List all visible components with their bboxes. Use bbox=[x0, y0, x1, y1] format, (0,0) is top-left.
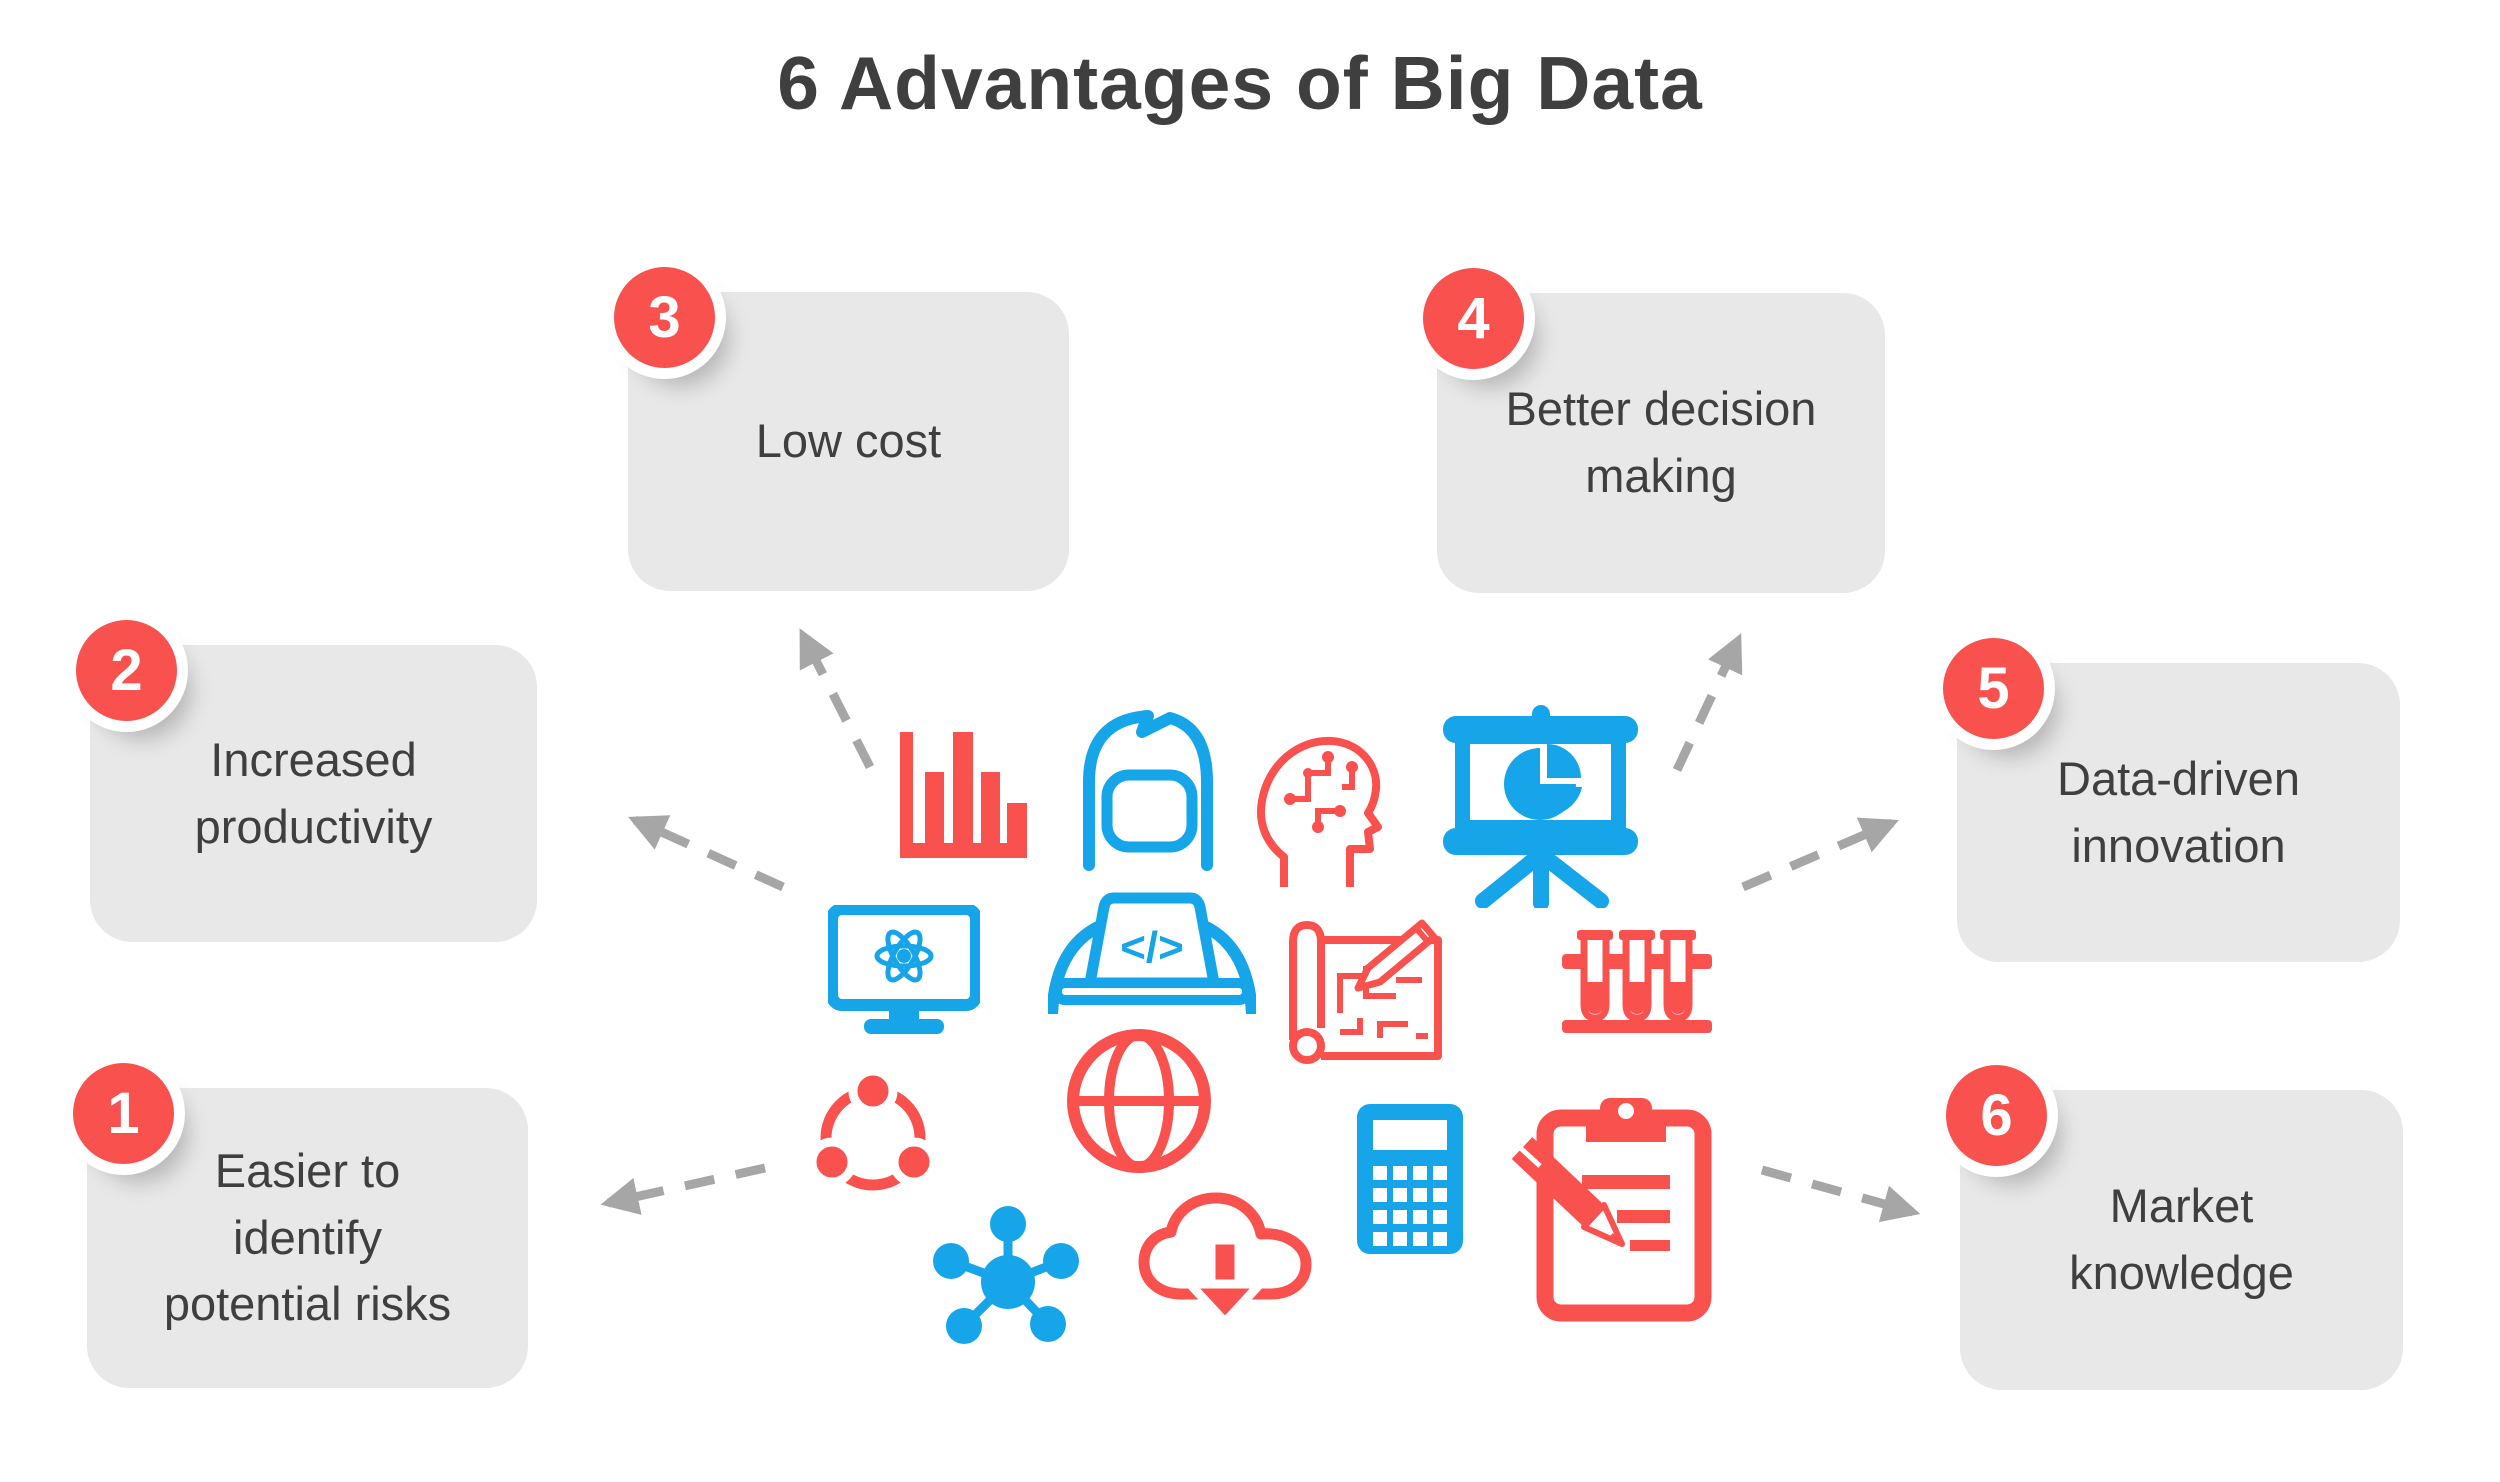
advantage-card-3: 3 Low cost bbox=[614, 267, 1069, 591]
card-3-label: Low cost bbox=[755, 414, 942, 468]
monitor-atom-icon bbox=[828, 905, 980, 1034]
advantage-card-2: 2 Increased productivity bbox=[76, 620, 537, 942]
presentation-pie-chart-icon bbox=[1443, 705, 1638, 908]
arrow-to-card-1 bbox=[600, 1163, 766, 1215]
page-title: 6 Advantages of Big Data bbox=[777, 41, 1703, 125]
share-network-icon bbox=[807, 1070, 939, 1191]
arrow-to-card-5 bbox=[1741, 817, 1899, 892]
blueprint-pencil-icon bbox=[1289, 919, 1442, 1064]
molecule-network-icon bbox=[933, 1206, 1079, 1344]
advantage-card-6: 6 Market knowledge bbox=[1946, 1065, 2403, 1390]
card-5-label: Data-driven innovation bbox=[2057, 751, 2300, 872]
card-1-number-badge: 1 bbox=[73, 1063, 174, 1164]
card-5-number-badge: 5 bbox=[1943, 638, 2044, 739]
arrow-to-card-2 bbox=[628, 815, 785, 892]
card-2-number-badge: 2 bbox=[76, 620, 177, 721]
arrow-to-card-6 bbox=[1760, 1165, 1921, 1223]
woman-coder-icon: </> bbox=[1048, 710, 1256, 1014]
arrow-to-card-4 bbox=[1672, 633, 1743, 772]
card-4-number-badge: 4 bbox=[1423, 268, 1524, 369]
laptop-code-glyph: </> bbox=[1120, 923, 1184, 972]
ai-head-circuit-icon bbox=[1257, 736, 1382, 887]
card-1-label: Easier to identify potential risks bbox=[163, 1143, 452, 1331]
globe-icon bbox=[1067, 1029, 1211, 1173]
clipboard-pencil-icon bbox=[1511, 1098, 1712, 1322]
card-6-number-badge: 6 bbox=[1946, 1065, 2047, 1166]
card-3-number-badge: 3 bbox=[614, 267, 715, 368]
calculator-icon bbox=[1357, 1104, 1463, 1254]
card-2-label: Increased productivity bbox=[194, 732, 433, 853]
advantage-card-4: 4 Better decision making bbox=[1423, 268, 1885, 593]
card-6-label: Market knowledge bbox=[2069, 1179, 2294, 1299]
card-4-label: Better decision making bbox=[1505, 382, 1817, 502]
advantage-card-1: 1 Easier to identify potential risks bbox=[73, 1063, 528, 1388]
arrow-to-card-3 bbox=[798, 628, 875, 770]
test-tubes-icon bbox=[1562, 930, 1712, 1033]
advantage-card-5: 5 Data-driven innovation bbox=[1943, 638, 2400, 962]
bar-chart-icon bbox=[900, 732, 1027, 858]
cloud-download-icon bbox=[1138, 1192, 1312, 1327]
